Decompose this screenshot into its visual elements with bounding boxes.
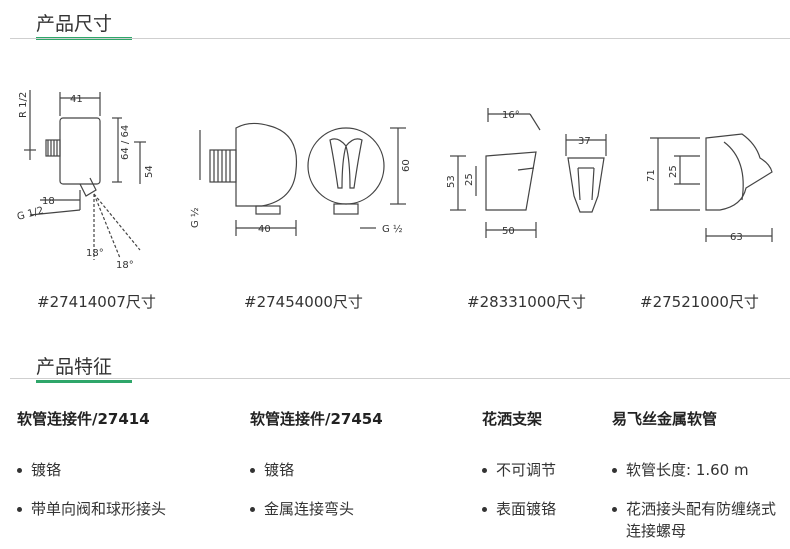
holder-curve — [723, 141, 744, 201]
divider — [10, 378, 790, 379]
caption-27454: #27454000尺寸 — [244, 293, 363, 311]
holder-side — [485, 151, 537, 211]
feature-title: 软管连接件/27414 — [17, 410, 150, 428]
front-relief-right — [345, 138, 363, 189]
side-body — [235, 122, 298, 207]
front-relief-left — [329, 138, 347, 189]
caption-27414: #27414007尺寸 — [37, 293, 156, 311]
dim-angle2: 18° — [116, 260, 134, 271]
drawing-28331: 16° 37 53 25 50 — [446, 108, 607, 238]
divider — [10, 38, 790, 39]
dim-height-inner: 25 — [464, 173, 475, 186]
feature-item: 花洒接头配有防缠绕式连接螺母 — [612, 498, 784, 542]
dim-height: 54 — [144, 165, 155, 178]
feature-item: 表面镀铬 — [482, 498, 602, 520]
holder-body — [705, 133, 773, 211]
feature-column-hose: 易飞丝金属软管 软管长度: 1.60 m 花洒接头配有防缠绕式连接螺母 — [612, 408, 784, 542]
ball-joint — [79, 177, 97, 197]
dim-width-top: 37 — [578, 136, 591, 147]
side-thread — [209, 149, 237, 183]
dim-width: 50 — [502, 226, 515, 237]
feature-column-27414: 软管连接件/27414 镀铬 带单向阀和球形接头 — [17, 408, 237, 520]
feature-title: 软管连接件/27454 — [250, 410, 383, 428]
holder-front — [567, 157, 605, 213]
dim-width: 40 — [258, 224, 271, 235]
dim-height: 71 — [646, 169, 657, 182]
technical-drawings: 41 64 / 64 54 R 1/2 18 G 1/2 18° 18° G ½… — [0, 60, 790, 280]
dim-side: 64 / 64 — [120, 125, 131, 160]
drawings-svg: 41 64 / 64 54 R 1/2 18 G 1/2 18° 18° G ½… — [16, 90, 773, 271]
caption-28331: #28331000尺寸 — [467, 293, 586, 311]
dimensions-section-title: 产品尺寸 — [36, 9, 132, 40]
feature-item: 金属连接弯头 — [250, 498, 470, 520]
dim-thread-top: R 1/2 — [18, 92, 29, 118]
features-title-text: 产品特征 — [36, 356, 113, 378]
caption-27521: #27521000尺寸 — [640, 293, 759, 311]
dim-thread-bottom: G ½ — [382, 223, 403, 235]
drawing-27454: G ½ 40 60 G ½ — [189, 122, 412, 236]
dim-offset: 18 — [42, 196, 55, 207]
dim-height-inner: 25 — [668, 165, 679, 178]
feature-item: 不可调节 — [482, 459, 602, 481]
body-outline — [59, 117, 101, 185]
dim-width: 63 — [730, 232, 743, 243]
feature-column-holder: 花洒支架 不可调节 表面镀铬 — [482, 408, 602, 520]
bottom-thread — [255, 205, 281, 215]
feature-item: 带单向阀和球形接头 — [17, 498, 237, 520]
front-thread — [333, 203, 359, 215]
dim-height: 60 — [401, 159, 412, 172]
dimensions-title-text: 产品尺寸 — [36, 13, 113, 35]
dim-angle: 16° — [502, 110, 520, 121]
feature-item: 镀铬 — [17, 459, 237, 481]
feature-item: 软管长度: 1.60 m — [612, 459, 784, 481]
feature-column-27454: 软管连接件/27454 镀铬 金属连接弯头 — [250, 408, 470, 520]
dim-thread-side: G ½ — [189, 207, 201, 228]
feature-title: 花洒支架 — [482, 410, 543, 428]
feature-title: 易飞丝金属软管 — [612, 410, 718, 428]
dim-thread-bottom: G 1/2 — [16, 205, 45, 223]
drawing-27521: 71 25 63 — [646, 133, 773, 243]
drawing-27414: 41 64 / 64 54 R 1/2 18 G 1/2 18° 18° — [16, 90, 155, 271]
feature-item: 镀铬 — [250, 459, 470, 481]
front-body — [307, 127, 385, 205]
dim-width: 41 — [70, 94, 83, 105]
dim-height-outer: 53 — [446, 175, 457, 188]
features-section-title: 产品特征 — [36, 352, 132, 383]
title-underline — [36, 380, 132, 383]
thread-connector — [45, 139, 61, 157]
dim-angle1: 18° — [86, 248, 104, 259]
